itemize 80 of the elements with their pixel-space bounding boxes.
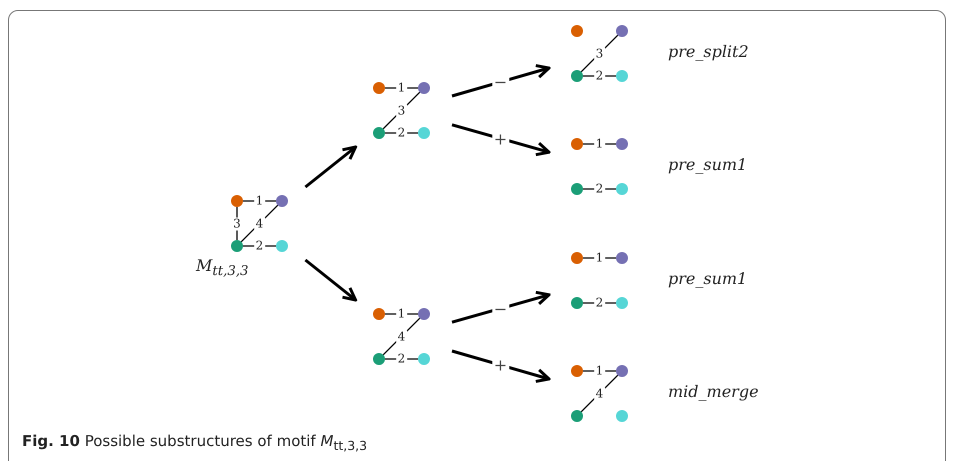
edge-label: 3: [594, 47, 606, 60]
edge-label: 1: [594, 364, 606, 378]
vertex-dot: [418, 308, 430, 320]
vertex-dot: [418, 127, 430, 139]
vertex-dot: [373, 127, 385, 139]
vertex-dot: [418, 353, 430, 365]
graph-edge: [385, 313, 418, 315]
graph-edge: [240, 204, 278, 242]
vertex-dot: [418, 82, 430, 94]
motif-label: pre_sum1: [668, 269, 748, 288]
vertex-dot: [373, 308, 385, 320]
edge-label: 1: [594, 252, 606, 264]
graph-edge: [385, 358, 418, 360]
graph-edge: [583, 257, 616, 259]
vertex-dot: [571, 252, 583, 264]
graph-edge: [385, 132, 418, 134]
vertex-dot: [373, 82, 385, 94]
motif-label: pre_split2: [668, 42, 749, 61]
edge-label: 1: [594, 138, 606, 150]
graph-edge: [583, 188, 616, 190]
vertex-dot: [231, 240, 243, 252]
graph-edge: [385, 87, 418, 89]
vertex-dot: [616, 138, 628, 150]
edge-label: 1: [396, 308, 408, 320]
graph-edge: [243, 245, 276, 247]
vertex-dot: [616, 70, 628, 82]
edge-label: 2: [254, 240, 266, 252]
graph-edge: [580, 374, 618, 412]
vertex-dot: [616, 365, 628, 377]
edge-label: −: [492, 76, 510, 88]
arrow: [452, 290, 550, 324]
vertex-dot: [571, 183, 583, 195]
edge-label: 2: [396, 126, 408, 140]
motif-label: mid_merge: [668, 382, 759, 401]
graph-edge: [243, 200, 276, 202]
vertex-dot: [571, 297, 583, 309]
graph-edge: [236, 207, 238, 240]
edge-label: +: [492, 358, 510, 372]
vertex-dot: [571, 25, 583, 37]
edge-label: 2: [594, 70, 606, 82]
vertex-dot: [571, 365, 583, 377]
edge-label: 3: [396, 104, 408, 117]
graph-edge: [583, 75, 616, 77]
edge-label: +: [492, 132, 510, 145]
vertex-dot: [616, 183, 628, 195]
graph-edge: [382, 92, 420, 130]
edge-label: 4: [594, 387, 606, 400]
graph-edge: [583, 370, 616, 372]
vertex-dot: [616, 410, 628, 422]
edge-label: 2: [594, 182, 606, 196]
vertex-dot: [571, 138, 583, 150]
vertex-dot: [231, 195, 243, 207]
graph-edge: [583, 143, 616, 145]
arrow: [452, 64, 550, 98]
vertex-dot: [276, 240, 288, 252]
edge-label: 3: [231, 217, 243, 230]
graph-edge: [382, 318, 420, 356]
arrow: [304, 258, 358, 302]
arrow: [304, 146, 358, 188]
vertex-dot: [616, 25, 628, 37]
vertex-dot: [571, 70, 583, 82]
vertex-dot: [571, 410, 583, 422]
vertex-dot: [616, 252, 628, 264]
edge-label: 2: [594, 296, 606, 310]
edge-label: 4: [254, 217, 266, 230]
arrow: [452, 350, 550, 383]
edge-label: −: [492, 302, 510, 315]
graph-edge: [583, 302, 616, 304]
edge-label: 2: [396, 352, 408, 366]
arrow: [452, 123, 550, 156]
motif-label: M$_{tt,3,3}$: [196, 256, 249, 280]
figure-caption: Fig. 10 Possible substructures of motif M$_{tt,3,3}$: [22, 432, 368, 453]
vertex-dot: [276, 195, 288, 207]
edge-label: 1: [254, 194, 266, 208]
vertex-dot: [616, 297, 628, 309]
edge-label: 1: [396, 82, 408, 94]
graph-edge: [580, 34, 618, 72]
edge-label: 4: [396, 330, 408, 343]
vertex-dot: [373, 353, 385, 365]
motif-label: pre_sum1: [668, 155, 748, 174]
